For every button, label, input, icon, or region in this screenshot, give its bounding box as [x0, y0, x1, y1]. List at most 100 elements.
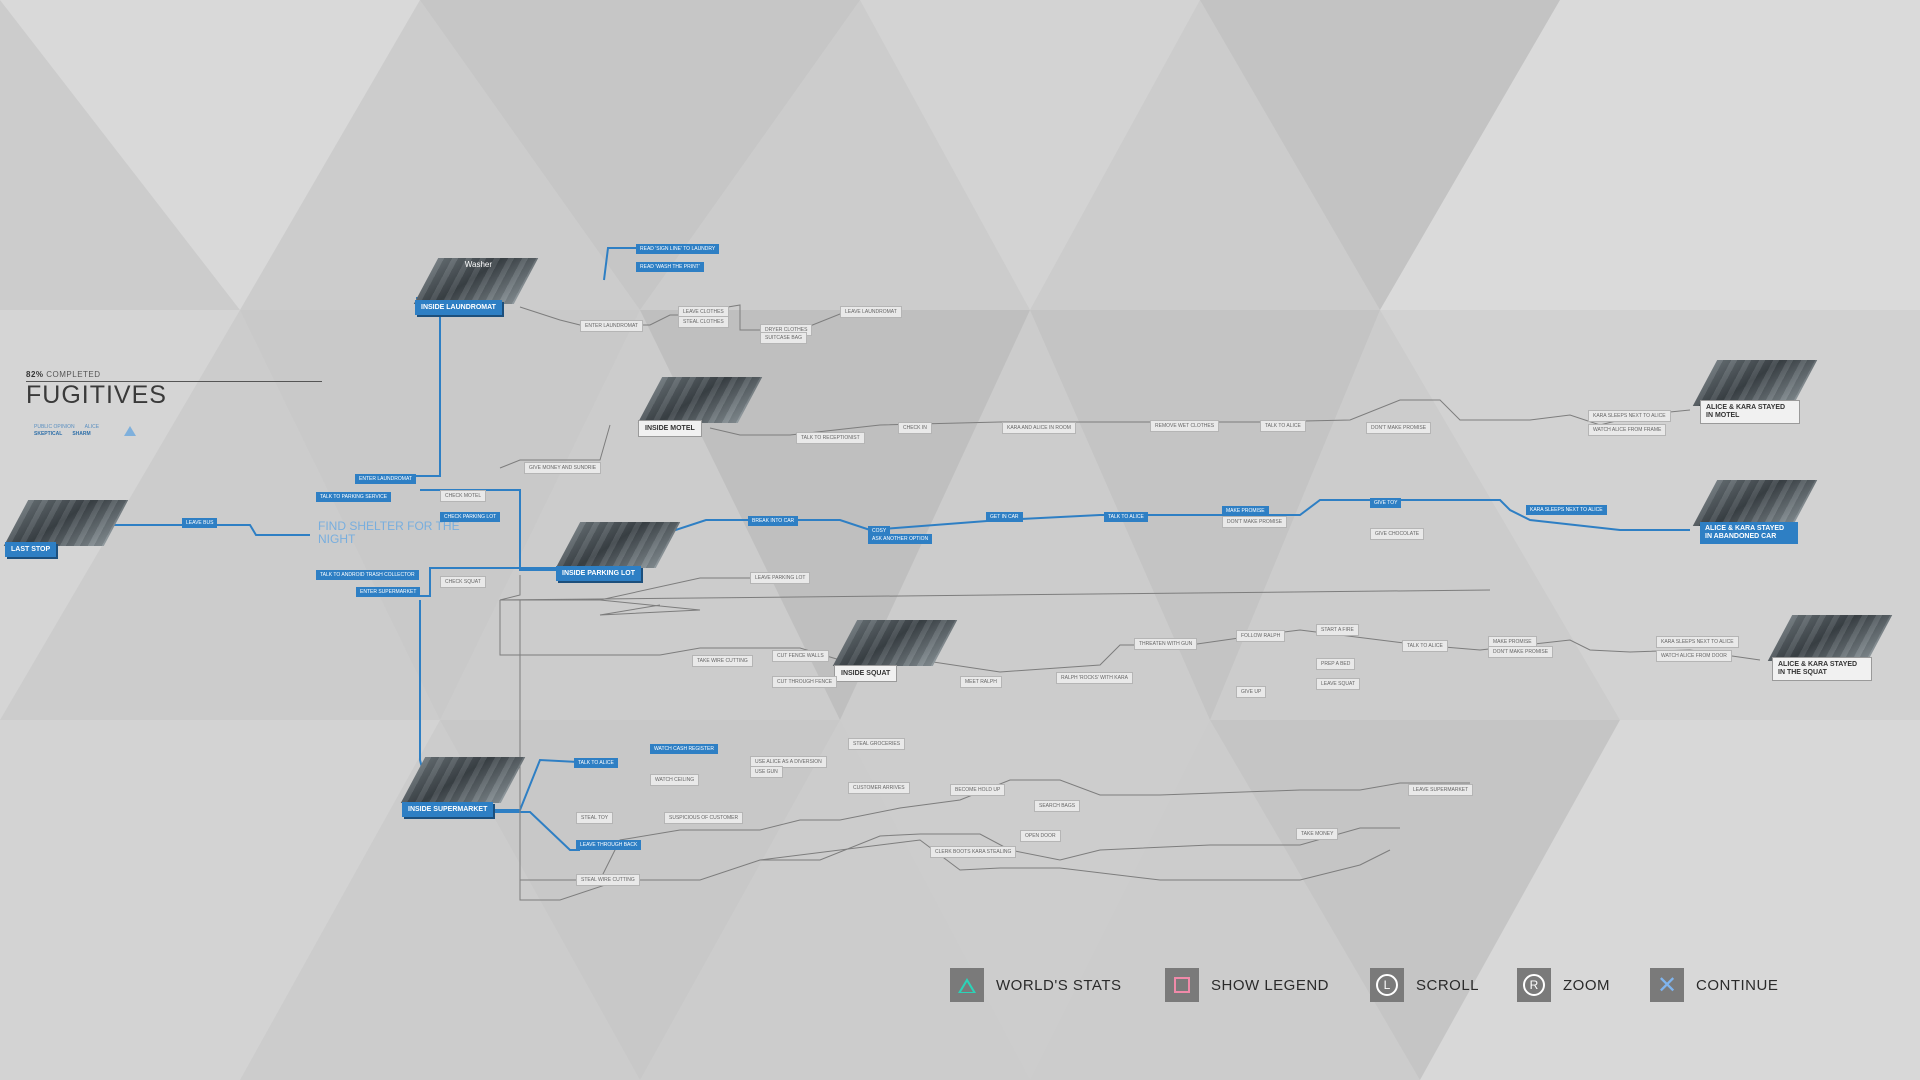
- node-give-toy[interactable]: GIVE TOY: [1370, 498, 1402, 508]
- node-suitcase-bag[interactable]: SUITCASE BAG: [760, 332, 807, 344]
- node-leave-parking[interactable]: LEAVE PARKING LOT: [750, 572, 811, 584]
- node-cut-fence-walls[interactable]: CUT FENCE WALLS: [772, 650, 829, 662]
- chapter-title: FUGITIVES: [26, 381, 167, 409]
- node-check-motel[interactable]: CHECK MOTEL: [440, 490, 487, 502]
- node-get-in-car[interactable]: GET IN CAR: [986, 512, 1023, 522]
- node-watch-ceiling[interactable]: WATCH CEILING: [650, 774, 700, 786]
- node-steal-clothes[interactable]: STEAL CLOTHES: [678, 316, 729, 328]
- place-laundromat[interactable]: INSIDE LAUNDROMAT: [415, 300, 502, 315]
- node-customer-arrives[interactable]: CUSTOMER ARRIVES: [848, 782, 910, 794]
- place-motel[interactable]: INSIDE MOTEL: [638, 420, 702, 437]
- node-check-squat[interactable]: CHECK SQUAT: [440, 576, 486, 588]
- node-talk-alice-2[interactable]: TALK TO ALICE: [1104, 512, 1148, 522]
- ending-abandoned-car[interactable]: ALICE & KARA STAYED IN ABANDONED CAR: [1700, 522, 1798, 544]
- node-use-gun[interactable]: USE GUN: [750, 766, 783, 778]
- alice-value: SHARM: [72, 431, 91, 437]
- node-kara-alice-room[interactable]: KARA AND ALICE IN ROOM: [1002, 422, 1076, 434]
- node-clerk-boots[interactable]: CLERK BOOTS KARA STEALING: [930, 846, 1017, 858]
- node-watch-cash[interactable]: WATCH CASH REGISTER: [650, 744, 719, 754]
- node-cosy[interactable]: COSY: [868, 526, 891, 536]
- node-leave-supermarket[interactable]: LEAVE SUPERMARKET: [1408, 784, 1474, 796]
- node-talk-alice[interactable]: TALK TO ALICE: [1260, 420, 1306, 432]
- alice-label: ALICE: [84, 424, 100, 430]
- node-read-wash[interactable]: READ 'WASH THE PRINT': [636, 262, 704, 272]
- node-give-money[interactable]: GIVE MONEY AND SUNDRIE: [524, 462, 602, 474]
- node-watch-alice-frame[interactable]: WATCH ALICE FROM FRAME: [1588, 424, 1667, 436]
- node-meet-ralph[interactable]: MEET RALPH: [960, 676, 1002, 688]
- node-prep-bed[interactable]: PREP A BED: [1316, 658, 1356, 670]
- node-leave-bus[interactable]: LEAVE BUS: [182, 518, 218, 528]
- node-open-door[interactable]: OPEN DOOR: [1020, 830, 1061, 842]
- node-threaten-ralph[interactable]: THREATEN WITH GUN: [1134, 638, 1198, 650]
- node-read-sign[interactable]: READ 'SIGN LINE' TO LAUNDRY: [636, 244, 720, 254]
- public-opinion: PUBLIC OPINION ALICE SKEPTICAL SHARM: [34, 424, 99, 438]
- place-supermarket[interactable]: INSIDE SUPERMARKET: [402, 802, 494, 817]
- right-stick-icon: R: [1517, 968, 1551, 1002]
- node-talk-alice-3[interactable]: TALK TO ALICE: [1402, 640, 1448, 652]
- cross-button-icon: ✕: [1650, 968, 1684, 1002]
- node-check-parking[interactable]: CHECK PARKING LOT: [440, 512, 501, 522]
- node-talk-receptionist[interactable]: TALK TO RECEPTIONIST: [796, 432, 865, 444]
- node-take-wire-cutting[interactable]: TAKE WIRE CUTTING: [692, 655, 753, 667]
- node-leave-through[interactable]: LEAVE THROUGH BACK: [576, 840, 642, 850]
- node-ask-another-option[interactable]: ASK ANOTHER OPTION: [868, 534, 933, 544]
- node-remove-wet-clothes[interactable]: REMOVE WET CLOTHES: [1150, 420, 1220, 432]
- opinion-trend-icon: [124, 426, 136, 436]
- node-kara-sleeps-next-3[interactable]: KARA SLEEPS NEXT TO ALICE: [1656, 636, 1739, 648]
- node-leave-laundromat[interactable]: LEAVE LAUNDROMAT: [840, 306, 902, 318]
- control-worlds-stats[interactable]: WORLD'S STATS: [950, 967, 1121, 1003]
- node-give-up[interactable]: GIVE UP: [1236, 686, 1267, 698]
- completion-label: 82% COMPLETED: [26, 370, 167, 379]
- objective-title: FIND SHELTER FOR THE NIGHT: [318, 519, 460, 546]
- node-give-chocolate[interactable]: GIVE CHOCOLATE: [1370, 528, 1425, 540]
- node-watch-alice-door[interactable]: WATCH ALICE FROM DOOR: [1656, 650, 1732, 662]
- node-kara-sleeps-next[interactable]: KARA SLEEPS NEXT TO ALICE: [1588, 410, 1671, 422]
- node-start-a-fire[interactable]: START A FIRE: [1316, 624, 1359, 636]
- node-follow-ralph[interactable]: FOLLOW RALPH: [1236, 630, 1286, 642]
- ending-motel[interactable]: ALICE & KARA STAYED IN MOTEL: [1700, 400, 1800, 424]
- node-search-bags[interactable]: SEARCH BAGS: [1034, 800, 1081, 812]
- node-become-hold[interactable]: BECOME HOLD UP: [950, 784, 1006, 796]
- node-ralph-rocks[interactable]: RALPH 'ROCKS' WITH KARA: [1056, 672, 1133, 684]
- node-leave-squat[interactable]: LEAVE SQUAT: [1316, 678, 1360, 690]
- place-squat[interactable]: INSIDE SQUAT: [834, 665, 898, 682]
- node-steal-toy[interactable]: STEAL TOY: [576, 812, 614, 824]
- node-suspicious-customer[interactable]: SUSPICIOUS OF CUSTOMER: [664, 812, 744, 824]
- triangle-button-icon: [950, 968, 984, 1002]
- washer-sign: Washer: [464, 260, 493, 269]
- node-enter-laundromat-2[interactable]: ENTER LAUNDROMAT: [580, 320, 643, 332]
- node-make-promise[interactable]: MAKE PROMISE: [1222, 506, 1269, 516]
- control-scroll[interactable]: L SCROLL: [1370, 967, 1479, 1003]
- node-cut-through-fence[interactable]: CUT THROUGH FENCE: [772, 676, 838, 688]
- node-steal-wire[interactable]: STEAL WIRE CUTTING: [576, 874, 640, 886]
- node-check-in[interactable]: CHECK IN: [898, 422, 932, 434]
- node-make-promise-3[interactable]: MAKE PROMISE: [1488, 636, 1537, 648]
- place-last-stop[interactable]: LAST STOP: [5, 542, 57, 557]
- node-steal-groceries[interactable]: STEAL GROCERIES: [848, 738, 906, 750]
- node-talk-to-alice-sm[interactable]: TALK TO ALICE: [574, 758, 618, 768]
- square-button-icon: [1165, 968, 1199, 1002]
- control-zoom-label: ZOOM: [1563, 976, 1610, 994]
- node-talk-collector[interactable]: TALK TO ANDROID TRASH COLLECTOR: [316, 570, 419, 580]
- node-dont-make-promise-2[interactable]: DON'T MAKE PROMISE: [1222, 516, 1288, 528]
- node-dont-make-promise[interactable]: DON'T MAKE PROMISE: [1366, 422, 1432, 434]
- node-enter-supermarket[interactable]: ENTER SUPERMARKET: [356, 587, 421, 597]
- control-scroll-label: SCROLL: [1416, 976, 1480, 994]
- node-break-into-car[interactable]: BREAK INTO CAR: [748, 516, 799, 526]
- control-show-legend-label: SHOW LEGEND: [1211, 976, 1330, 994]
- node-kara-sleeps-next-2[interactable]: KARA SLEEPS NEXT TO ALICE: [1526, 505, 1607, 515]
- control-continue[interactable]: ✕ CONTINUE: [1650, 967, 1778, 1003]
- public-opinion-value: SKEPTICAL: [34, 431, 63, 437]
- node-use-alice[interactable]: USE ALICE AS A DIVERSION: [750, 756, 827, 768]
- chapter-header: 82% COMPLETED FUGITIVES: [26, 370, 167, 410]
- node-dont-make-promise-3[interactable]: DON'T MAKE PROMISE: [1488, 646, 1554, 658]
- node-take-money[interactable]: TAKE MONEY: [1296, 828, 1339, 840]
- control-zoom[interactable]: R ZOOM: [1517, 967, 1610, 1003]
- place-parking-lot[interactable]: INSIDE PARKING LOT: [556, 566, 641, 581]
- node-talk-parking[interactable]: TALK TO PARKING SERVICE: [316, 492, 392, 502]
- node-enter-laundromat[interactable]: ENTER LAUNDROMAT: [355, 474, 416, 484]
- completion-percent: 82%: [26, 370, 44, 379]
- control-show-legend[interactable]: SHOW LEGEND: [1165, 967, 1329, 1003]
- ending-squat[interactable]: ALICE & KARA STAYED IN THE SQUAT: [1772, 657, 1872, 681]
